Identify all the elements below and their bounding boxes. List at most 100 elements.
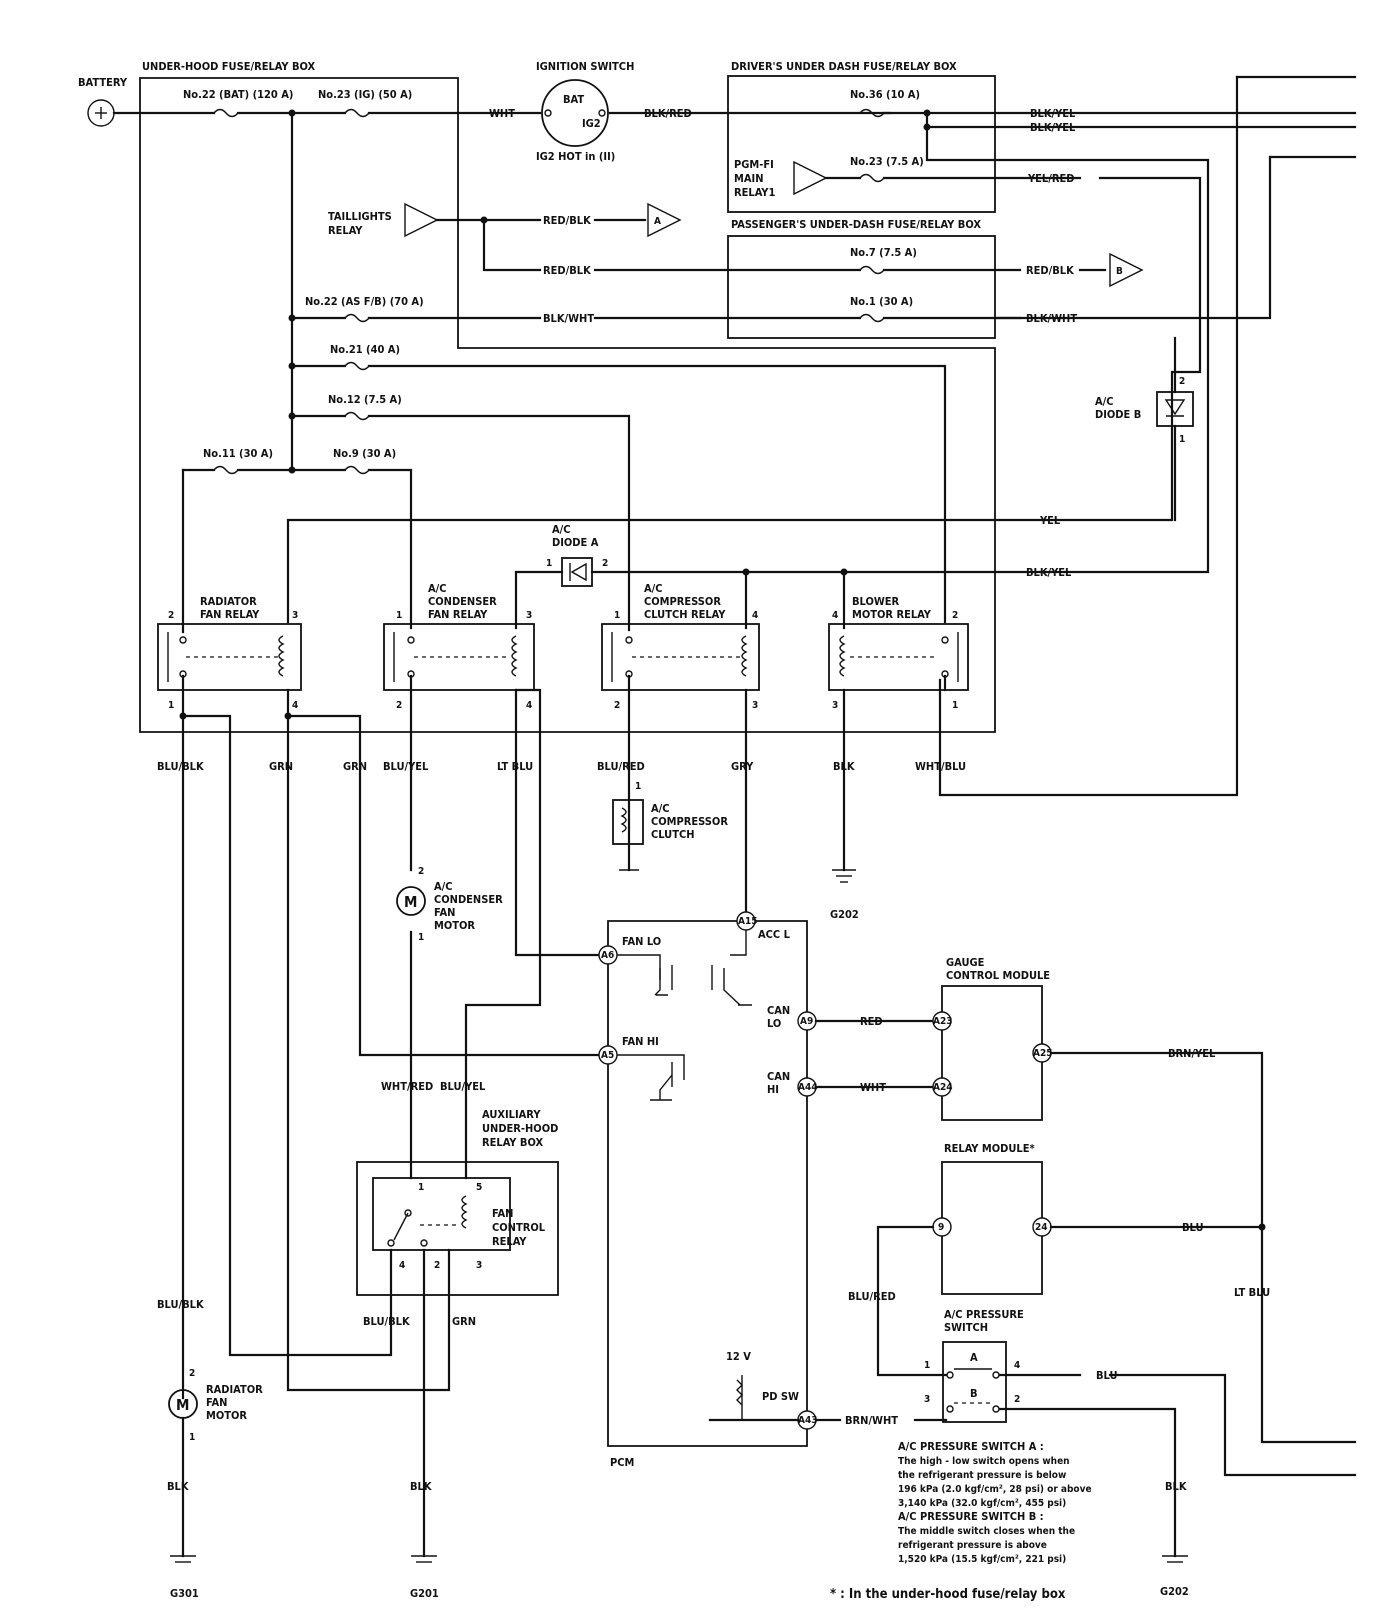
wire-blu-yel-1: BLU/YEL <box>383 760 429 773</box>
pin-compressor-3: 3 <box>752 700 758 711</box>
radiator-relay-label-1: RADIATOR <box>200 595 257 608</box>
wire-blu-blk-1: BLU/BLK <box>157 760 204 773</box>
pin-cond-motor-1: 1 <box>418 932 424 943</box>
aux-box-label-3: RELAY BOX <box>482 1136 543 1149</box>
pin-pressure-4: 4 <box>1014 1360 1020 1371</box>
fuse-11: No.11 (30 A) <box>203 447 273 460</box>
radiator-motor-label-3: MOTOR <box>206 1409 247 1422</box>
relay-row <box>157 623 969 1400</box>
top-wiring <box>87 75 1357 797</box>
pgmfi-relay-icon <box>793 160 828 196</box>
diode-a-label-2: DIODE A <box>552 536 599 549</box>
pin-blower-3: 3 <box>832 700 838 711</box>
ground-g301: G301 <box>170 1587 199 1600</box>
relay-module-pin-9: 9 <box>938 1222 944 1233</box>
wire-red-blk-3: RED/BLK <box>1026 264 1074 277</box>
fan-control-label-2: CONTROL <box>492 1221 546 1234</box>
wire-red-blk-1: RED/BLK <box>543 214 591 227</box>
wire-grn-2: GRN <box>343 760 367 773</box>
condenser-fan-relay-outline <box>383 623 535 691</box>
wire-yel: YEL <box>1039 514 1061 527</box>
pcm-outline <box>607 920 808 1447</box>
wire-blk-wht-1: BLK/WHT <box>543 312 594 325</box>
note-line-4: 196 kPa (2.0 kgf/cm², 28 psi) or above <box>898 1484 1092 1495</box>
pgmfi-label-2: MAIN <box>734 172 763 185</box>
diode-b-label-1: A/C <box>1095 395 1114 408</box>
wire-wht-2: WHT <box>860 1081 886 1094</box>
driver-dash-box-label: DRIVER'S UNDER DASH FUSE/RELAY BOX <box>731 60 957 73</box>
pin-condenser-1: 1 <box>396 610 402 621</box>
condenser-relay-label-3: FAN RELAY <box>428 608 488 621</box>
pcm-pin-a9: A9 <box>800 1016 813 1027</box>
pin-compressor-1: 1 <box>614 610 620 621</box>
pin-pressure-1: 1 <box>924 1360 930 1371</box>
wire-blk-red: BLK/RED <box>644 107 692 120</box>
ignition-switch-title: IGNITION SWITCH <box>536 60 634 73</box>
pin-diode-a-2: 2 <box>602 558 608 569</box>
pcm-can-hi-2: HI <box>767 1083 779 1096</box>
pin-compressor-4: 4 <box>752 610 758 621</box>
ignition-ig2: IG2 <box>582 117 601 130</box>
ground-g202-a: G202 <box>830 908 859 921</box>
relay-module-outline <box>941 1161 1043 1295</box>
blower-motor-relay-outline <box>828 623 969 691</box>
condenser-relay-label-2: CONDENSER <box>428 595 497 608</box>
under-hood-box-label: UNDER-HOOD FUSE/RELAY BOX <box>142 60 316 73</box>
wire-red-blk-2: RED/BLK <box>543 264 591 277</box>
fan-control-label-1: FAN <box>492 1207 513 1220</box>
condenser-motor-label-3: FAN <box>434 906 455 919</box>
fuse-22-bat: No.22 (BAT) (120 A) <box>183 88 293 101</box>
gauge-title-2: CONTROL MODULE <box>946 969 1050 982</box>
note-line-1: A/C PRESSURE SWITCH A : <box>898 1440 1044 1453</box>
pin-radiator-3: 3 <box>292 610 298 621</box>
pcm-pin-a15: A15 <box>738 916 757 927</box>
wire-blk-4: BLK <box>1165 1480 1187 1493</box>
ignition-bat: BAT <box>563 93 584 106</box>
condenser-motor-label-1: A/C <box>434 880 453 893</box>
pin-fan-control-4: 4 <box>399 1260 405 1271</box>
labels: BATTERY UNDER-HOOD FUSE/RELAY BOX DRIVER… <box>78 60 1270 1602</box>
ac-diode-b-icon <box>1156 391 1194 427</box>
aux-box-label-2: UNDER-HOOD <box>482 1122 558 1135</box>
ac-diode-a-icon <box>561 557 593 587</box>
lower-components <box>168 799 1357 1563</box>
pcm-pin-a44: A44 <box>798 1082 817 1093</box>
wire-lt-blu-2: LT BLU <box>1234 1286 1270 1299</box>
gauge-pin-a23: A23 <box>933 1016 952 1027</box>
note-line-6: A/C PRESSURE SWITCH B : <box>898 1510 1044 1523</box>
wire-blk-3: BLK <box>410 1480 432 1493</box>
pressure-switch-b: B <box>970 1387 978 1400</box>
fuse-23-ig: No.23 (IG) (50 A) <box>318 88 412 101</box>
radiator-motor-label-2: FAN <box>206 1396 227 1409</box>
pcm-can-lo-2: LO <box>767 1017 781 1030</box>
radiator-motor-label-1: RADIATOR <box>206 1383 263 1396</box>
taillights-label-2: RELAY <box>328 224 363 237</box>
pcm-can-lo-1: CAN <box>767 1004 790 1017</box>
wire-wht-red: WHT/RED <box>381 1080 433 1093</box>
pcm-12v: 12 V <box>726 1350 751 1363</box>
wire-brn-wht: BRN/WHT <box>845 1414 898 1427</box>
gauge-control-module-outline <box>941 985 1043 1121</box>
fan-control-label-3: RELAY <box>492 1235 527 1248</box>
wire-grn-3: GRN <box>452 1315 476 1328</box>
wire-lt-blu-1: LT BLU <box>497 760 533 773</box>
wire-blu-blk-3: BLU/BLK <box>363 1315 410 1328</box>
pin-blower-1: 1 <box>952 700 958 711</box>
pressure-switch-a: A <box>970 1351 978 1364</box>
note-line-9: 1,520 kPa (15.5 kgf/cm², 221 psi) <box>898 1554 1066 1565</box>
under-hood-fuse-relay-box-outline <box>139 77 996 733</box>
pin-blower-4: 4 <box>832 610 838 621</box>
taillights-relay-icon <box>404 202 439 238</box>
wire-wht: WHT <box>489 107 515 120</box>
driver-dash-box-outline <box>727 75 996 213</box>
pin-radiator-2: 2 <box>168 610 174 621</box>
note-line-7: The middle switch closes when the <box>898 1526 1075 1537</box>
diode-a-label-1: A/C <box>552 523 571 536</box>
pin-cond-motor-2: 2 <box>418 866 424 877</box>
fan-control-relay-outline <box>372 1177 511 1251</box>
gauge-pin-a24: A24 <box>933 1082 952 1093</box>
pin-fan-control-2: 2 <box>434 1260 440 1271</box>
pcm-pin-a5: A5 <box>601 1050 614 1061</box>
pgmfi-label-1: PGM-FI <box>734 158 774 171</box>
pin-condenser-3: 3 <box>526 610 532 621</box>
